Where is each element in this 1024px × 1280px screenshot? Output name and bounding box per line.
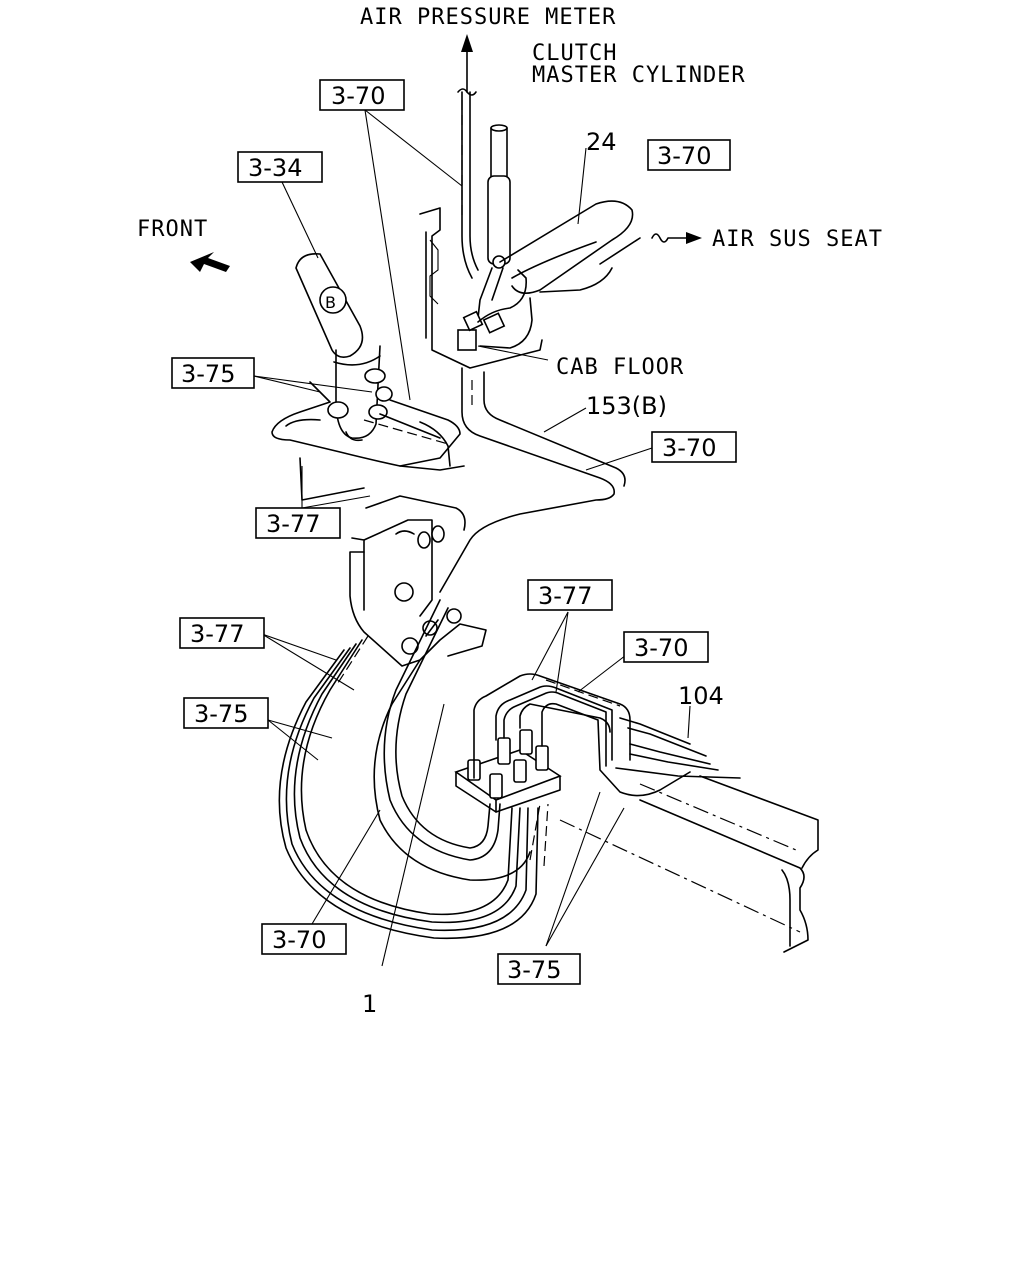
ref-3-75-a: 3-75 xyxy=(171,357,255,389)
svg-text:3-77: 3-77 xyxy=(190,620,244,648)
junction-block xyxy=(454,673,741,813)
up-arrow-icon xyxy=(457,34,477,96)
svg-text:3-70: 3-70 xyxy=(657,142,711,170)
part-1: 1 xyxy=(362,990,377,1018)
air-sus-seat-label: AIR SUS SEAT xyxy=(712,227,883,252)
svg-text:3-70: 3-70 xyxy=(662,434,716,462)
ref-3-70-top: 3-70 xyxy=(319,79,405,111)
ref-3-77-b: 3-77 xyxy=(527,579,613,611)
valve-b: B xyxy=(295,252,393,442)
frame-rail xyxy=(559,775,819,953)
ref-3-77-a: 3-77 xyxy=(255,507,341,539)
svg-text:3-75: 3-75 xyxy=(194,700,248,728)
svg-text:3-70: 3-70 xyxy=(331,82,385,110)
ref-3-34: 3-34 xyxy=(237,151,323,183)
middle-bracket xyxy=(349,495,487,667)
front-arrow-icon xyxy=(190,252,230,272)
leader-lines xyxy=(253,109,691,967)
clutch-label: CLUTCH xyxy=(532,41,617,66)
front-label: FRONT xyxy=(137,217,208,242)
valve-letter: B xyxy=(325,293,336,312)
tank-bracket xyxy=(271,381,465,501)
svg-text:3-75: 3-75 xyxy=(181,360,235,388)
upper-pipes xyxy=(419,91,641,593)
svg-text:3-77: 3-77 xyxy=(538,582,592,610)
right-arrow-icon xyxy=(651,232,702,244)
part-153b: 153(B) xyxy=(586,392,667,420)
svg-text:3-75: 3-75 xyxy=(507,956,561,984)
part-24: 24 xyxy=(586,128,617,156)
ref-3-70-c: 3-70 xyxy=(623,631,709,663)
ref-3-70-d: 3-70 xyxy=(261,923,347,955)
ref-3-70-mid: 3-70 xyxy=(651,431,737,463)
svg-text:3-70: 3-70 xyxy=(272,926,326,954)
air-pressure-meter-label: AIR PRESSURE METER xyxy=(360,5,616,30)
ref-3-75-b: 3-75 xyxy=(183,697,269,729)
ref-3-77-c: 3-77 xyxy=(179,617,265,649)
master-cylinder-label: MASTER CYLINDER xyxy=(532,63,746,88)
svg-text:3-77: 3-77 xyxy=(266,510,320,538)
part-104: 104 xyxy=(678,682,724,710)
ref-3-75-c: 3-75 xyxy=(497,953,581,985)
svg-text:3-34: 3-34 xyxy=(248,154,302,182)
ref-3-70-right: 3-70 xyxy=(647,139,731,171)
pipe-loops xyxy=(278,599,549,940)
svg-text:3-70: 3-70 xyxy=(634,634,688,662)
cab-floor-label: CAB FLOOR xyxy=(556,355,684,380)
